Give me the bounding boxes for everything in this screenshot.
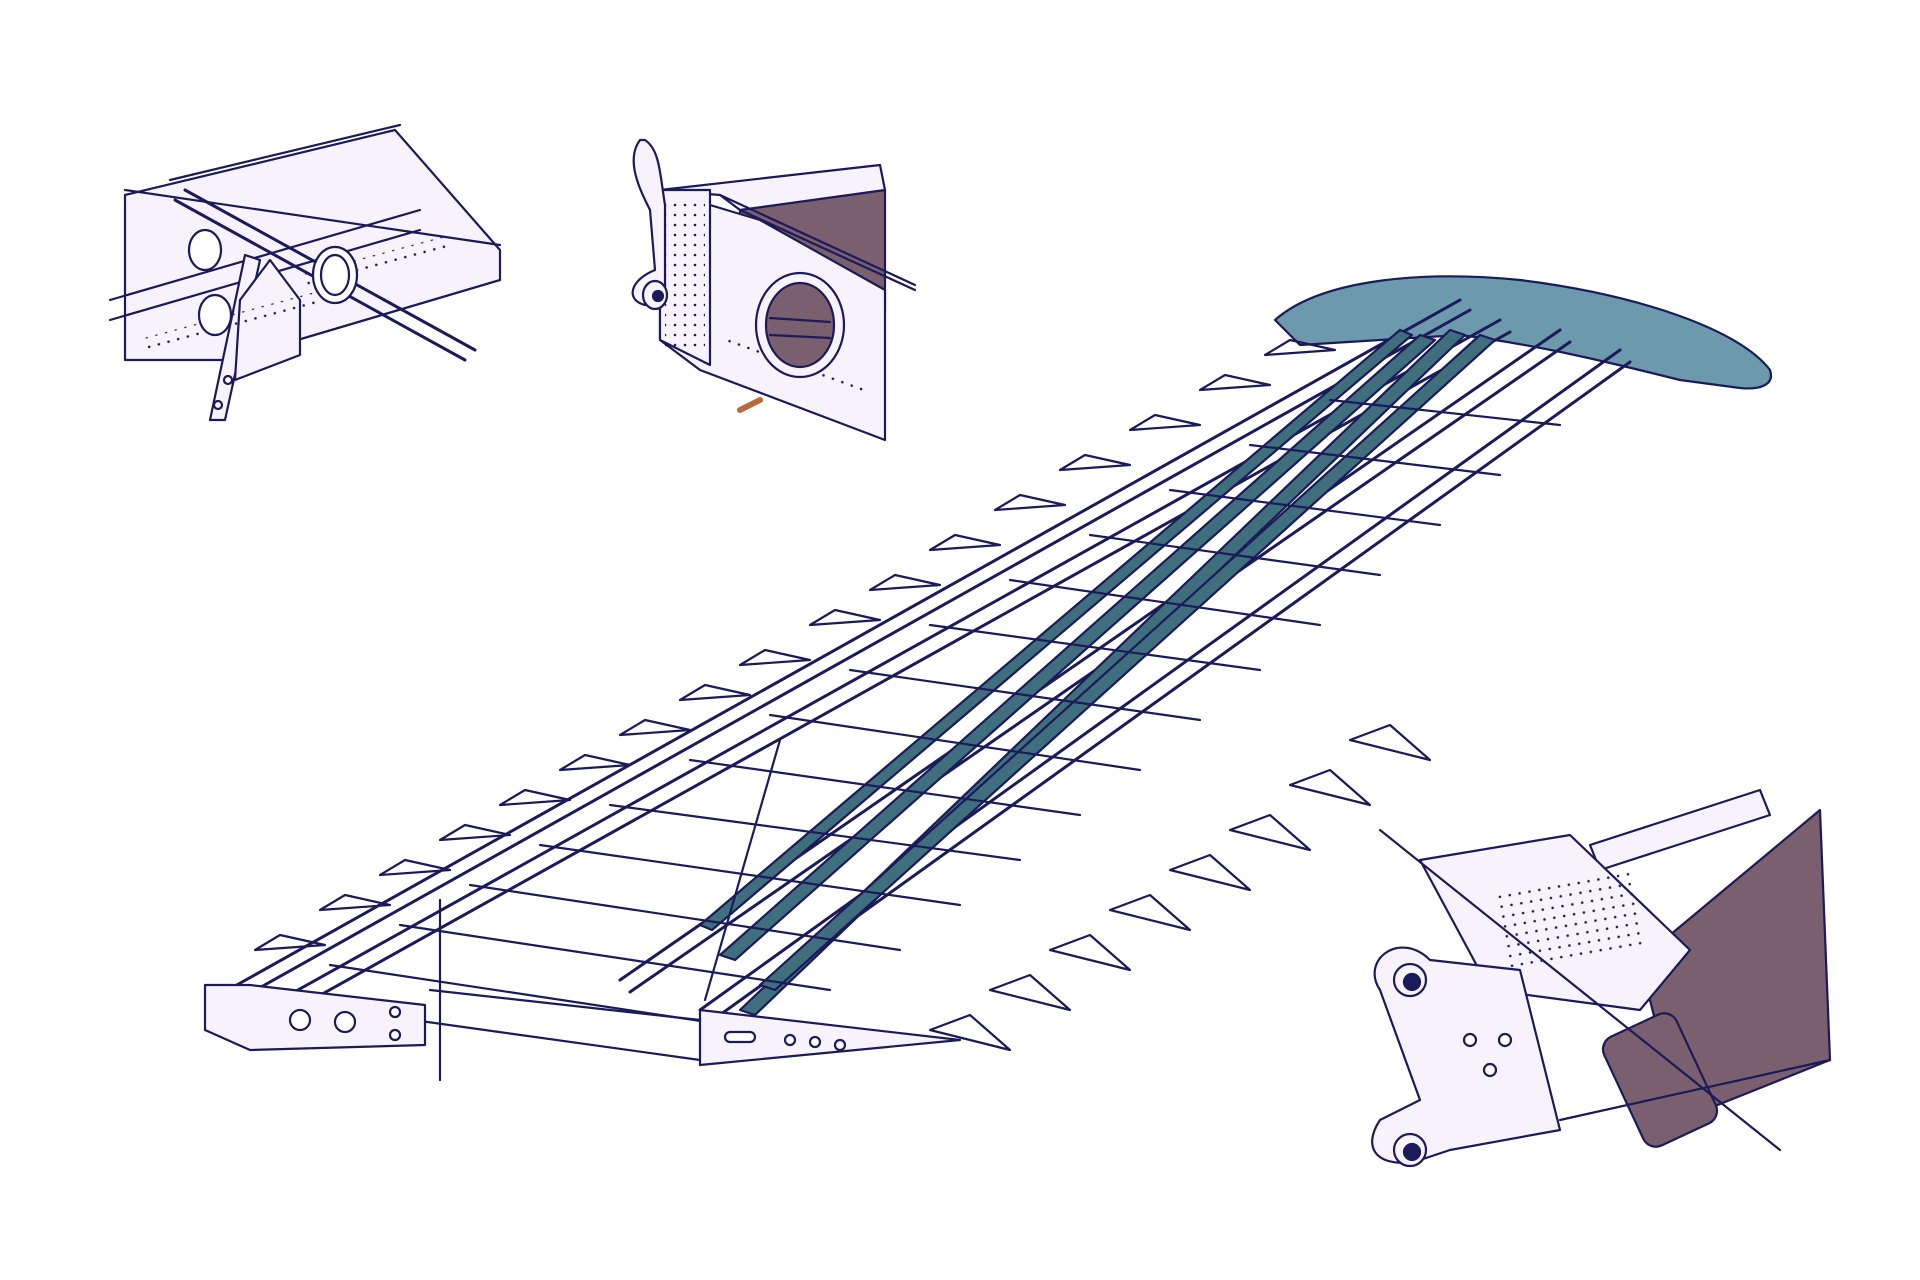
web-strip	[698, 328, 1414, 932]
web-strip	[758, 333, 1497, 992]
rib	[1248, 443, 1502, 477]
rib	[468, 883, 902, 952]
trailing-rib	[1288, 768, 1372, 807]
nose-rib	[1128, 413, 1202, 432]
rib	[1088, 533, 1382, 577]
nose-rib	[1263, 338, 1337, 357]
spar-cap-line	[168, 123, 402, 182]
hinge-pin-hole	[651, 289, 665, 303]
bolt	[783, 1033, 797, 1047]
nose-rib	[498, 788, 572, 807]
top-flange-edge	[738, 208, 917, 292]
rib	[768, 713, 1142, 772]
lightening-hole	[319, 253, 351, 297]
bolt	[388, 1028, 402, 1042]
rib	[1008, 578, 1322, 627]
rib	[928, 623, 1262, 672]
rib	[848, 668, 1202, 722]
access-opening	[1601, 1012, 1719, 1148]
spar-flange	[1588, 788, 1772, 872]
lug-hole-inner	[1402, 972, 1422, 992]
lug	[1371, 946, 1562, 1164]
nose-rib	[993, 493, 1067, 512]
spar-cap-line	[1378, 828, 1782, 1152]
nose-rib	[678, 683, 752, 702]
lightening-hole	[187, 228, 223, 272]
bolt	[212, 399, 224, 411]
rivet-field	[665, 200, 705, 350]
bolt	[288, 1008, 312, 1032]
rivet-field	[1494, 868, 1646, 972]
bolt	[808, 1035, 822, 1049]
nose-rib	[808, 608, 882, 627]
trailing-rib	[1108, 893, 1192, 932]
rivet-row	[770, 326, 830, 334]
trailing-ribs	[928, 723, 1432, 1052]
root-fitting-front	[203, 983, 427, 1052]
nose-rib	[868, 573, 942, 592]
rib	[608, 803, 1022, 862]
nose-ribs	[253, 338, 1337, 952]
trailing-rib	[928, 1013, 1012, 1052]
hinge-arm	[631, 138, 667, 307]
nose-rib	[558, 753, 632, 772]
nose-rib	[738, 648, 812, 667]
rib	[688, 758, 1082, 817]
bolt	[1482, 1062, 1498, 1078]
bolt	[833, 1038, 847, 1052]
wing-skeleton	[203, 275, 1773, 1082]
rib	[1168, 488, 1442, 527]
nose-rib	[1058, 453, 1132, 472]
leading-edge-spar	[208, 298, 1462, 1002]
rib	[538, 843, 962, 907]
nose-rib	[253, 933, 327, 952]
inset-hinge-fitting	[631, 138, 917, 442]
leading-edge-spar	[218, 308, 1472, 1012]
inset-spar-junction	[108, 123, 502, 422]
lug-hole-inner	[1402, 1142, 1422, 1162]
spar-cap-line	[108, 208, 422, 302]
trailing-rib	[1168, 853, 1252, 892]
bolt	[1497, 1032, 1513, 1048]
nose-rib	[378, 858, 452, 877]
tab	[737, 397, 763, 413]
drag-brace	[428, 988, 702, 1022]
wingtip-cap	[1273, 275, 1773, 390]
nose-rib	[928, 533, 1002, 552]
spar-cap-line	[1558, 1058, 1832, 1122]
nose-rib	[318, 893, 392, 912]
trailing-rib	[1228, 813, 1312, 852]
trailing-rib	[988, 973, 1072, 1012]
web-strips	[698, 328, 1497, 1017]
nose-rib	[618, 718, 692, 737]
bolt	[388, 1005, 402, 1019]
inspection-port-opening	[764, 281, 836, 369]
inset-attachment-lug	[1371, 788, 1832, 1168]
trailing-rib	[1048, 933, 1132, 972]
drag-brace	[703, 738, 782, 1002]
nose-rib	[1198, 373, 1272, 392]
top-flange-edge	[718, 193, 917, 287]
port-interior-line	[768, 316, 832, 324]
rib	[398, 923, 832, 992]
ribs	[268, 398, 1562, 1062]
rib	[1328, 398, 1562, 427]
spar-cap-line	[123, 188, 502, 247]
trailing-rib	[1348, 723, 1432, 762]
bolt	[222, 374, 234, 386]
bolt	[333, 1010, 357, 1034]
front-spar	[278, 318, 1502, 1002]
bolt	[1462, 1032, 1478, 1048]
nose-rib	[438, 823, 512, 842]
root-fitting-rear	[698, 1008, 962, 1067]
slot	[723, 1030, 757, 1044]
lightening-hole	[197, 293, 233, 337]
port-interior-line	[768, 333, 832, 340]
web-strip	[718, 333, 1437, 962]
